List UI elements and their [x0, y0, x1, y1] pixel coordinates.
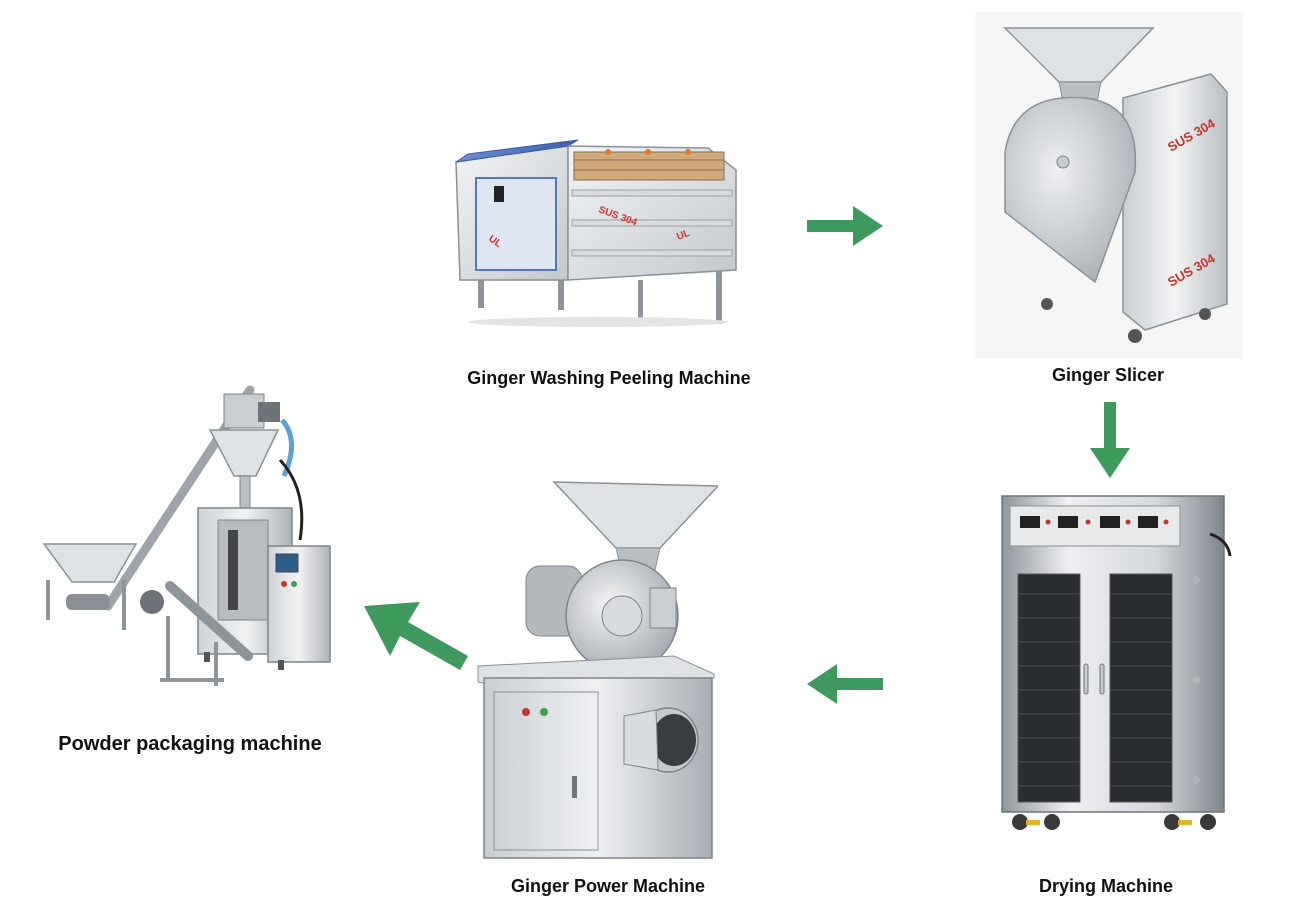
arrow-right-icon [805, 204, 885, 248]
drying-machine-image [996, 490, 1232, 836]
powder-packaging-machine-image [38, 380, 334, 696]
washing-peeling-machine-image: SUS 304 UL UL [448, 130, 748, 330]
arrow-up-left-icon [362, 600, 472, 672]
arrow-left-icon [805, 662, 885, 706]
powder-packaging-machine-label: Powder packaging machine [58, 733, 322, 755]
ginger-slicer-label: Ginger Slicer [1051, 365, 1165, 385]
washing-peeling-machine-label: Ginger Washing Peeling Machine [467, 368, 751, 388]
ginger-power-machine-label: Ginger Power Machine [510, 876, 706, 896]
ginger-slicer-image: SUS 304 SUS 304 [975, 12, 1243, 358]
drying-machine-label: Drying Machine [1038, 876, 1174, 896]
arrow-down-icon [1088, 400, 1132, 480]
svg-text:UL: UL [675, 228, 691, 243]
ginger-powder-grinder-image [474, 478, 718, 862]
